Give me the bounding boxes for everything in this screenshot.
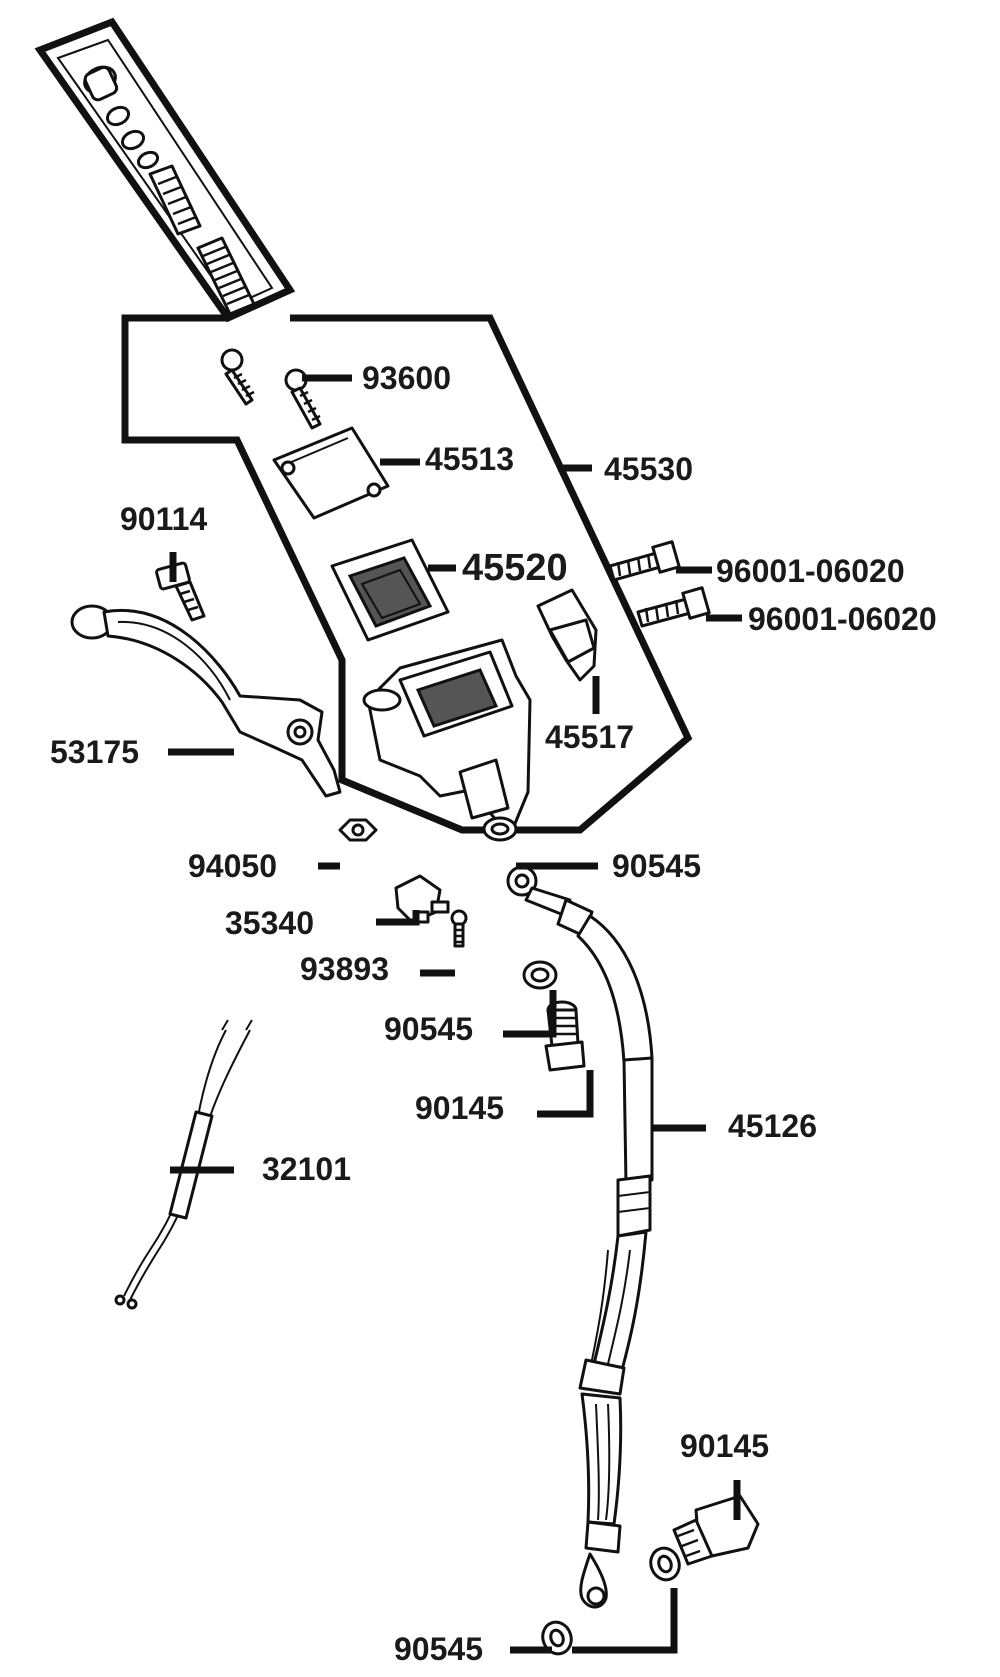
label-94050: 94050	[188, 848, 277, 884]
label-32101: 32101	[262, 1151, 351, 1187]
banjo-bolt-lower	[672, 1494, 760, 1566]
label-90114: 90114	[120, 501, 207, 537]
reservoir-diaphragm	[330, 538, 450, 642]
banjo-washer-middle	[522, 960, 558, 990]
label-45126: 45126	[728, 1108, 817, 1144]
banjo-washer-upper	[482, 816, 518, 842]
clamp-bolts	[608, 540, 711, 628]
label-90145-lower: 90145	[680, 1428, 769, 1464]
label-45520: 45520	[462, 547, 568, 589]
label-45530: 45530	[604, 451, 693, 487]
switch-wire-harness	[114, 1019, 253, 1310]
banjo-washers-lower	[541, 1546, 681, 1656]
label-96001-06020-upper: 96001-06020	[716, 553, 905, 589]
label-90145-upper: 90145	[415, 1090, 504, 1126]
brake-light-switch	[394, 874, 468, 948]
pivot-nut	[338, 818, 378, 842]
reservoir-cap-screws	[220, 348, 322, 430]
reservoir-cap	[272, 426, 390, 520]
label-53175: 53175	[50, 734, 139, 770]
master-cylinder-assembly-outline	[121, 314, 693, 834]
brake-lever	[70, 604, 342, 798]
brake-hose	[506, 865, 654, 1609]
handlebar-clamp	[536, 588, 598, 682]
label-93600: 93600	[362, 360, 451, 396]
label-45513: 45513	[425, 441, 514, 477]
label-90545-lower: 90545	[394, 1631, 483, 1667]
label-96001-06020-lower: 96001-06020	[748, 601, 937, 637]
label-93893: 93893	[300, 951, 389, 987]
label-90545-upper: 90545	[612, 848, 701, 884]
piston-kit-box	[34, 17, 296, 323]
lever-pivot-bolt	[155, 561, 206, 622]
label-90545-middle: 90545	[384, 1011, 473, 1047]
label-35340: 35340	[225, 905, 314, 941]
part-labels: 93600 45513 45530 45520 90114 96001-0602…	[50, 360, 937, 1667]
leader-lines	[168, 374, 742, 1654]
label-45517: 45517	[545, 719, 634, 755]
